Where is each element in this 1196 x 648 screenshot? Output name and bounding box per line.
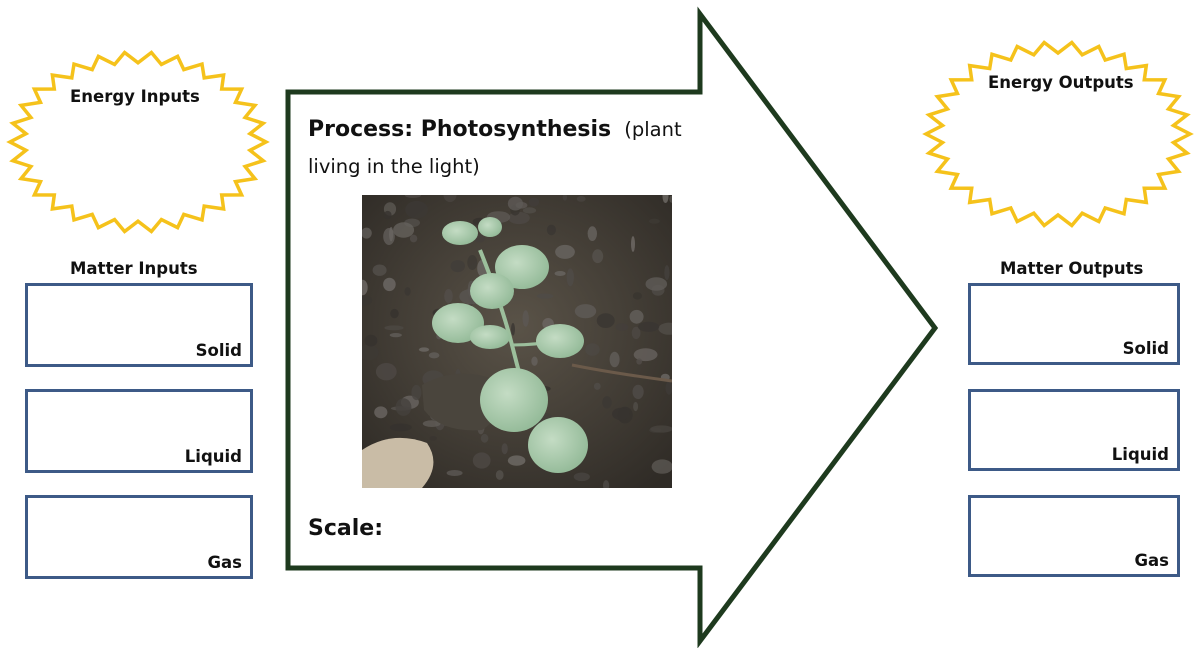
- matter-output-solid-label: Solid: [1123, 339, 1169, 358]
- seedling-photo: [362, 195, 672, 488]
- energy-outputs-burst: [920, 34, 1196, 234]
- matter-input-liquid-label: Liquid: [185, 447, 242, 466]
- scale-label: Scale:: [308, 516, 383, 541]
- matter-input-solid-box[interactable]: Solid: [25, 283, 253, 367]
- matter-output-solid-box[interactable]: Solid: [968, 283, 1180, 365]
- matter-outputs-title: Matter Outputs: [1000, 259, 1143, 278]
- process-note-part1: (plant: [624, 118, 681, 141]
- matter-input-gas-box[interactable]: Gas: [25, 495, 253, 579]
- matter-input-gas-label: Gas: [208, 553, 243, 572]
- matter-output-gas-box[interactable]: Gas: [968, 495, 1180, 577]
- matter-output-liquid-label: Liquid: [1112, 445, 1169, 464]
- process-title: Process: Photosynthesis: [308, 117, 611, 142]
- matter-input-liquid-box[interactable]: Liquid: [25, 389, 253, 473]
- matter-input-solid-label: Solid: [196, 341, 242, 360]
- matter-output-liquid-box[interactable]: Liquid: [968, 389, 1180, 471]
- process-heading: Process: Photosynthesis (plant living in…: [308, 112, 778, 186]
- matter-inputs-title: Matter Inputs: [70, 259, 198, 278]
- energy-outputs-label: Energy Outputs: [988, 73, 1134, 92]
- process-note-part2: living in the light): [308, 155, 480, 178]
- matter-output-gas-label: Gas: [1135, 551, 1170, 570]
- energy-inputs-burst: [0, 40, 280, 240]
- energy-inputs-label: Energy Inputs: [70, 87, 200, 106]
